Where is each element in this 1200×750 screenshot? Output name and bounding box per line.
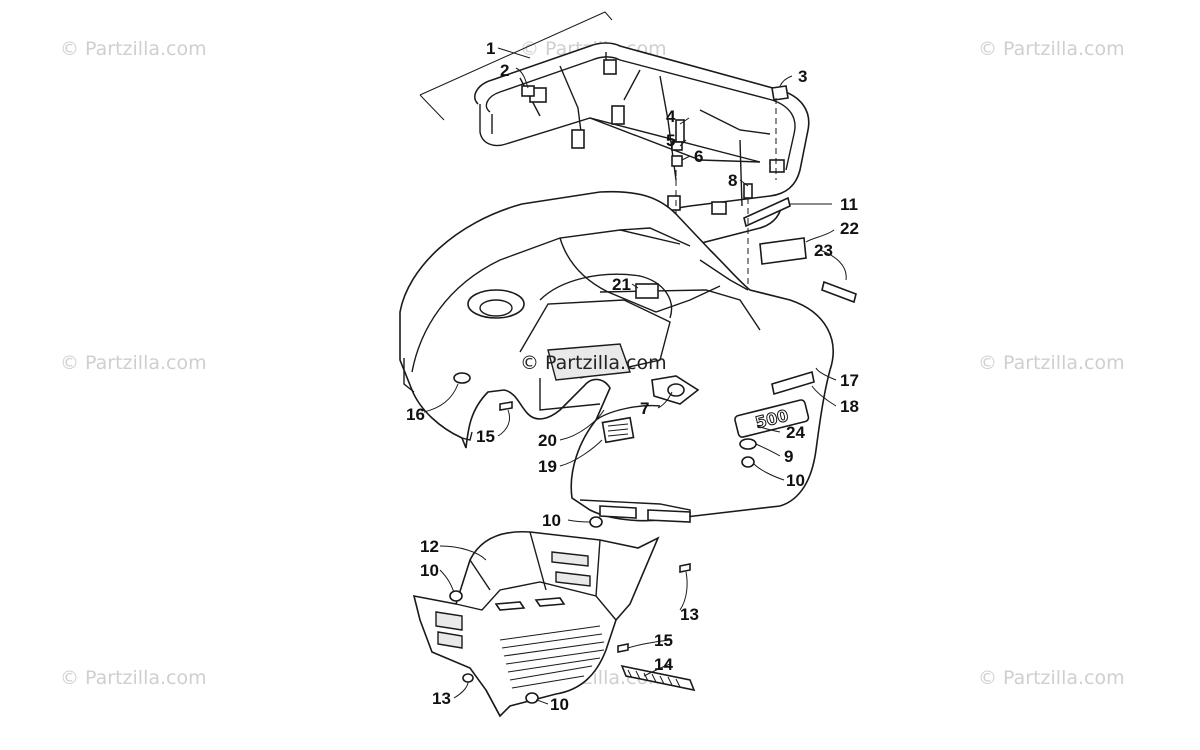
watermark-mid-left: © Partzilla.com [60,352,207,374]
callout-13-upper: 13 [680,605,699,624]
callout-labels: 1 2 3 4 5 6 7 8 9 10 10 10 10 11 12 13 1… [406,39,859,714]
storage-compartment [547,343,631,381]
callout-14: 14 [654,655,673,674]
rack-assembly-bracket [419,11,613,121]
footwell-panel[interactable] [412,530,660,718]
screw-15-upper[interactable] [499,401,513,411]
watermark-top-left: © Partzilla.com [60,38,207,60]
decal-18[interactable] [771,370,815,396]
rack-tab [667,195,681,211]
callout-15-lower: 15 [654,631,673,650]
watermark-mid-right: © Partzilla.com [978,352,1125,374]
callout-10-left: 10 [420,561,439,580]
screw-13-lower[interactable] [462,673,474,683]
callout-24: 24 [786,423,805,442]
watermark-bottom-left: © Partzilla.com [60,667,207,689]
rack-decal[interactable] [743,196,791,228]
callout-10-bottom: 10 [550,695,569,714]
decal-22[interactable] [759,237,807,265]
callout-19: 19 [538,457,557,476]
decal-21[interactable] [635,283,659,299]
bolt-4[interactable] [675,119,685,143]
callout-10-fender: 10 [786,471,805,490]
decal-23[interactable] [821,280,857,304]
leader-lines [423,47,847,705]
bolt-8[interactable] [743,183,753,199]
nut-3[interactable] [771,85,789,101]
callout-15-upper: 15 [476,427,495,446]
nut-10-bottom[interactable] [525,692,539,704]
callout-4: 4 [666,107,676,126]
callout-5: 5 [666,131,675,150]
callout-2: 2 [500,61,509,80]
foot-peg-14[interactable] [620,664,696,692]
nut-10-left[interactable] [449,590,463,602]
clamp-2[interactable] [521,85,535,97]
rear-fender[interactable]: 500 [399,190,834,523]
washer-24[interactable] [739,438,757,450]
rack-tab [603,59,617,75]
watermark-center: © Partzilla.com [520,352,667,374]
rack-tab [571,129,585,149]
callout-6: 6 [694,147,703,166]
callout-8: 8 [728,171,737,190]
rack-tab [611,105,625,125]
callout-18: 18 [840,397,859,416]
callout-22: 22 [840,219,859,238]
rack-hardware[interactable] [521,85,789,199]
screw-15-lower[interactable] [617,643,629,653]
rack-tab [769,159,785,173]
grommet-16[interactable] [453,372,471,384]
nut-10-upper[interactable] [589,516,603,528]
callout-3: 3 [798,67,807,86]
callout-12: 12 [420,537,439,556]
screw-13-upper[interactable] [679,563,691,573]
callout-1: 1 [486,39,495,58]
callout-23: 23 [814,241,833,260]
fender-emblem-500[interactable]: 500 [734,399,810,438]
callout-20: 20 [538,431,557,450]
callout-7: 7 [640,399,649,418]
watermark-bottom-right: © Partzilla.com [978,667,1125,689]
callout-16: 16 [406,405,425,424]
nut-9[interactable] [741,456,755,468]
nut-6[interactable] [671,155,683,167]
spacer-5[interactable] [671,141,683,151]
watermark-top-right: © Partzilla.com [978,38,1125,60]
callout-10-upper: 10 [542,511,561,530]
rear-rack[interactable] [474,42,810,251]
callout-21: 21 [612,275,631,294]
callout-9: 9 [784,447,793,466]
rack-tab [711,201,727,215]
callout-17: 17 [840,371,859,390]
callout-11: 11 [840,195,858,214]
callout-13-lower: 13 [432,689,451,708]
svg-text:500: 500 [753,406,790,433]
